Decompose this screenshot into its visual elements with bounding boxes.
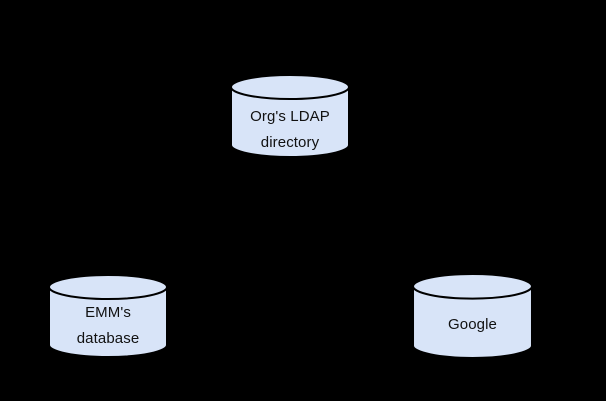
cylinder-shape-icon [412,273,533,359]
database-cylinder-emm [48,274,168,358]
node-label-ldap: Org's LDAP directory [230,104,350,156]
node-label-google-line1: Google [448,316,497,333]
cylinder-shape-icon [48,274,168,358]
node-label-ldap-line2: directory [260,134,320,151]
database-cylinder-ldap [230,74,350,158]
node-label-google: Google [412,312,533,338]
node-label-ldap-line1: Org's LDAP [250,108,330,125]
node-label-emm-line2: database [76,330,140,347]
node-label-emm-line1: EMM's [85,304,131,321]
cylinder-shape-icon [230,74,350,158]
node-label-emm: EMM's database [48,300,168,352]
database-cylinder-google [412,273,533,359]
